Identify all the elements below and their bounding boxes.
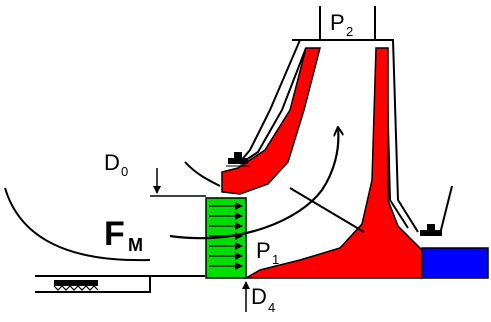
label-p2-main: P (330, 10, 345, 35)
seal-bottom-left (53, 280, 99, 291)
casing-right-flare (439, 185, 453, 235)
label-fm-main: F (104, 215, 125, 253)
base-line (35, 275, 205, 293)
label-p1: P 1 (256, 238, 279, 267)
label-d4-main: D (251, 284, 267, 309)
label-d0-main: D (104, 150, 120, 175)
d0-dimension (150, 168, 206, 197)
label-p1-sub: 1 (272, 252, 279, 267)
label-p2-sub: 2 (346, 24, 353, 39)
label-p2: P 2 (330, 10, 353, 39)
casing-outer-right-wall (374, 6, 419, 233)
label-d4: D 4 (251, 284, 275, 315)
flow-arrow (169, 128, 338, 240)
label-p1-main: P (256, 238, 271, 263)
casing-inner-left-wall (239, 47, 307, 165)
seal-top-left (226, 152, 250, 167)
label-d0: D 0 (104, 150, 128, 179)
label-d4-sub: 4 (268, 300, 275, 315)
shaft (421, 247, 489, 279)
casing-outer-left-wall (239, 6, 321, 163)
seal-right (420, 224, 442, 236)
impeller-front-shroud (221, 47, 321, 195)
suction-top-curve (184, 161, 221, 187)
impeller-blade-line (289, 187, 365, 233)
impeller (221, 47, 423, 279)
suction-bowl-curve (4, 187, 151, 262)
label-fm-sub: M (128, 235, 143, 255)
label-fm: F M (104, 215, 143, 255)
wear-ring-arrows (209, 202, 243, 270)
label-d0-sub: 0 (121, 164, 128, 179)
